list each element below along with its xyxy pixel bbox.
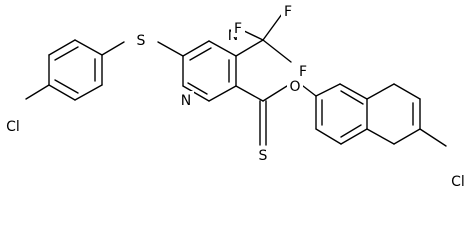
bond <box>208 85 237 102</box>
bond <box>54 79 79 94</box>
atom-cl-right: Cl <box>447 172 469 190</box>
atom-labels: S N N F F F O S <box>2 2 469 190</box>
bond <box>25 84 50 100</box>
atom-label-f-left: F <box>234 21 242 37</box>
bond <box>262 13 283 41</box>
bond <box>157 41 184 57</box>
bond <box>208 40 237 57</box>
bond <box>48 39 76 56</box>
bond <box>182 85 210 102</box>
atom-f-top: F <box>281 2 295 20</box>
bond <box>393 128 421 145</box>
bond <box>262 39 292 63</box>
bond <box>262 85 288 102</box>
atom-label-o-ester: O <box>289 79 300 95</box>
bond <box>235 85 264 102</box>
atom-label-cl-left: Cl <box>6 119 20 135</box>
bond-layer <box>25 13 447 147</box>
atom-label-n-ring-left: N <box>181 93 191 109</box>
atom-f-right: F <box>296 62 310 80</box>
bond <box>182 40 210 57</box>
atom-label-f-right: F <box>299 64 307 80</box>
atom-cl-left: Cl <box>2 117 24 135</box>
bond <box>315 128 342 145</box>
bond <box>419 128 447 147</box>
bond <box>339 83 368 100</box>
bond <box>74 39 103 56</box>
atom-f-left: F <box>231 19 245 37</box>
bond <box>315 83 341 97</box>
atom-label-f-top: F <box>284 4 292 20</box>
bond <box>366 128 395 145</box>
atom-s-thione: S <box>256 146 270 164</box>
bond <box>340 128 368 145</box>
bond <box>189 47 212 61</box>
bond <box>187 82 208 95</box>
bond <box>393 83 421 100</box>
bond <box>101 41 125 56</box>
bond <box>74 84 103 101</box>
atom-label-cl-right: Cl <box>451 174 465 190</box>
atom-label-s-thioether: S <box>137 33 146 49</box>
bond <box>366 83 395 100</box>
bond <box>302 85 317 97</box>
atom-n-ring-left: N <box>178 91 194 109</box>
bond <box>54 46 79 61</box>
atom-label-s-thione: S <box>259 148 268 164</box>
bond <box>48 84 76 101</box>
molecule-structure: S N N F F F O S <box>2 2 469 190</box>
atom-s-thioether: S <box>134 31 148 49</box>
bond <box>235 39 264 57</box>
bond <box>340 90 364 105</box>
atom-o-ester: O <box>287 77 303 95</box>
bond <box>340 124 362 138</box>
